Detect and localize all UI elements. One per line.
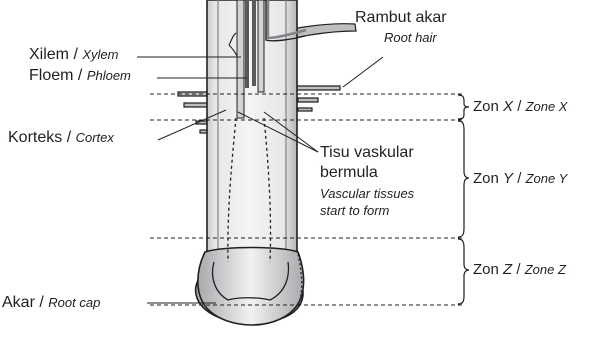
cortex-label: Korteks / Cortex — [8, 129, 114, 147]
xylem-separator: / — [73, 46, 77, 63]
cortex-label-en: Cortex — [76, 130, 114, 145]
vascular-label-en-1: Vascular tissues — [320, 185, 414, 203]
zone-braces — [458, 95, 469, 304]
xylem-label-ms: Xilem — [29, 46, 69, 63]
zone-y-en: Zone Y — [526, 171, 568, 186]
root-cap-label-ms: Akar — [2, 294, 35, 311]
zone-x-ms: Zon — [473, 98, 499, 115]
zone-boundaries — [150, 94, 462, 305]
zone-x-brace — [458, 95, 469, 119]
root-hair-leader — [343, 57, 383, 87]
vascular-label-ms-1: Tisu vaskular — [320, 144, 414, 162]
cortex-label-ms: Korteks — [8, 129, 62, 146]
root-hair-label-ms: Rambut akar — [355, 9, 447, 26]
zone-x-separator: / — [517, 98, 521, 115]
vascular-label-ms-2: bermula — [320, 164, 378, 182]
root-cap-label: Akar / Root cap — [2, 294, 100, 312]
zone-z-en: Zone Z — [525, 262, 566, 277]
phloem-label-ms: Floem — [29, 67, 73, 84]
zone-z-label: Zon Z / Zone Z — [473, 261, 566, 279]
root-hair-right-3 — [298, 108, 312, 111]
root-hair-label: Rambut akar — [355, 9, 447, 27]
root-cap-label-en: Root cap — [48, 295, 100, 310]
vascular-label-en-2: start to form — [320, 202, 389, 220]
zone-y-ms: Zon — [473, 170, 499, 187]
root-hair-right-1 — [296, 86, 340, 90]
zone-z-separator: / — [516, 261, 520, 278]
phloem-label-en: Phloem — [87, 68, 131, 83]
cortex-separator: / — [67, 129, 71, 146]
zone-y-label: Zon Y / Zone Y — [473, 170, 567, 188]
zone-z-brace — [458, 239, 469, 304]
root-hair-left-2 — [184, 103, 208, 107]
zone-x-var: X — [503, 98, 513, 115]
xylem-label: Xilem / Xylem — [29, 46, 119, 64]
root-cap-separator: / — [39, 294, 43, 311]
root-hair-right-2 — [298, 98, 318, 102]
xylem-label-en: Xylem — [82, 47, 118, 62]
zone-x-en: Zone X — [526, 99, 568, 114]
zone-z-var: Z — [503, 261, 512, 278]
zone-x-label: Zon X / Zone X — [473, 98, 567, 116]
zone-y-var: Y — [503, 170, 513, 187]
zone-z-ms: Zon — [473, 261, 499, 278]
phloem-label: Floem / Phloem — [29, 67, 131, 85]
phloem-separator: / — [78, 67, 82, 84]
root-hair-label-en: Root hair — [384, 29, 437, 47]
zone-y-brace — [458, 121, 469, 237]
root-cap — [198, 248, 304, 326]
zone-y-separator: / — [517, 170, 521, 187]
